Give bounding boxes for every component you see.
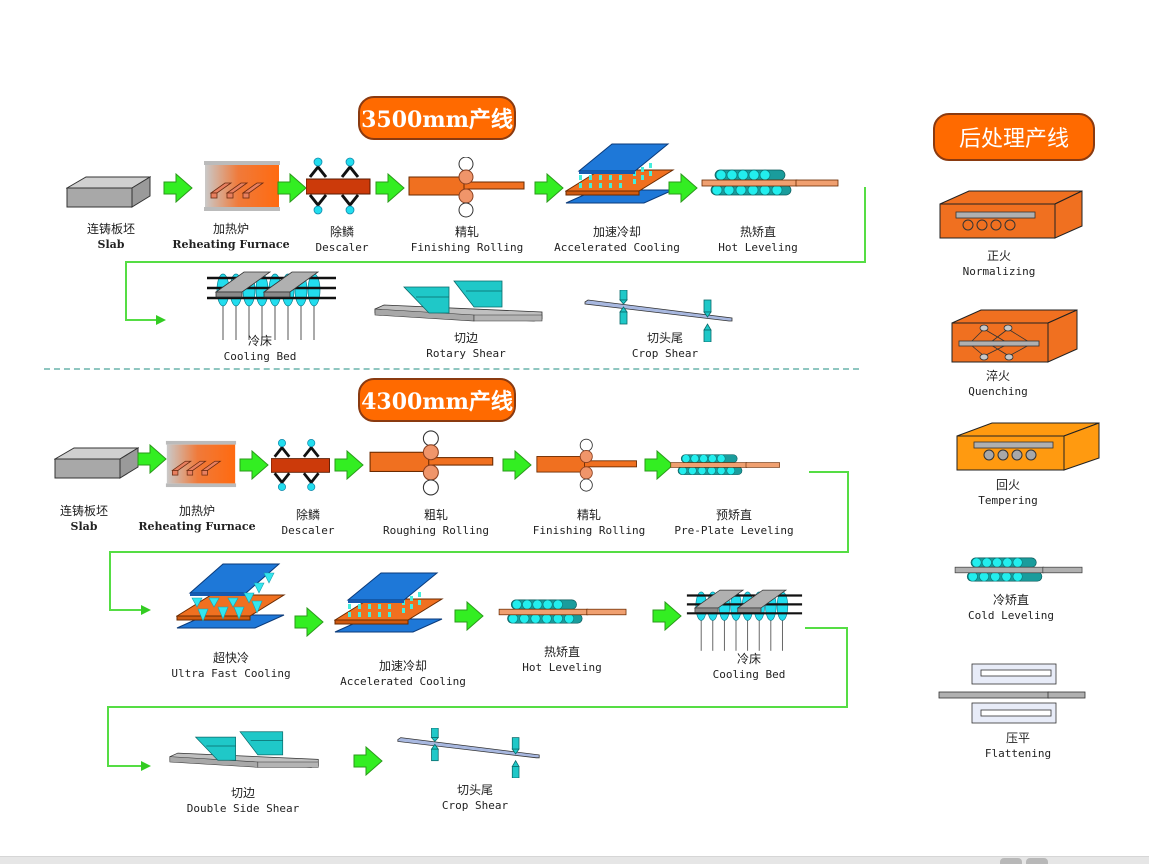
line-3500-badge: 3500mm产线 [358,96,516,140]
quenching-furnace-icon [951,309,1079,364]
tempering-furnace-icon [956,422,1101,472]
crop-shear-icon [395,728,543,778]
line-4300-badge: 4300mm产线 [358,378,516,422]
flow-connector [125,187,866,325]
viewer-bottom-bar [0,856,1149,864]
viewer-control-button[interactable] [1026,858,1048,864]
cooling-bed-icon [206,268,346,343]
viewer-control-button[interactable] [1000,858,1022,864]
flow-arrow-icon [353,746,383,776]
leveler-icon [496,598,631,626]
post-treatment-badge: 后处理产线 [933,113,1095,161]
section-divider [44,368,859,370]
cold-leveler-icon [952,556,1087,584]
flattening-press-icon [938,663,1088,728]
edge-shear-icon [162,730,327,770]
flow-connector [109,471,849,615]
edge-shear-icon [374,279,544,324]
flow-connector [107,627,848,771]
normalizing-furnace-icon [939,190,1084,240]
